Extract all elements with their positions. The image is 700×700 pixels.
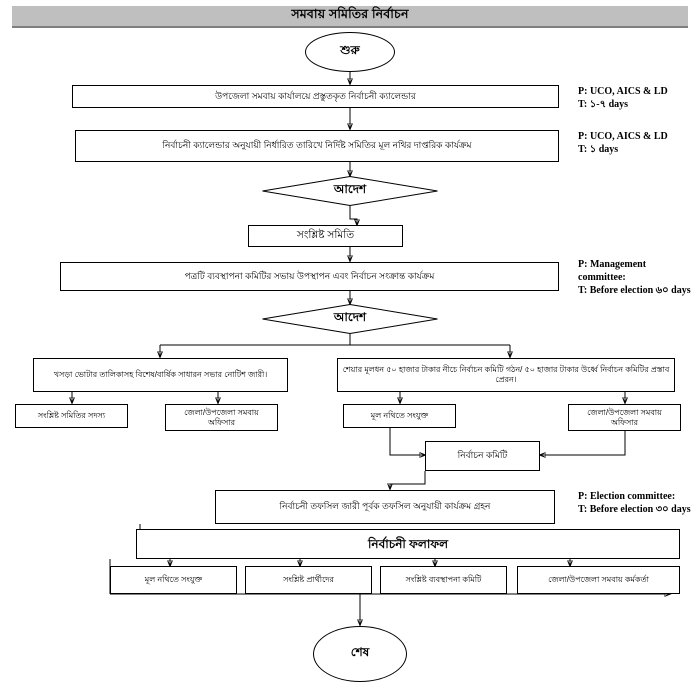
page-title-bar: সমবায় সমিতির নির্বাচন [12, 6, 688, 28]
annotation-1-performer: P: UCO, AICS & LD [578, 86, 668, 97]
node-step-1-label: উপজেলা সমবায় কার্যালয়ে প্রস্তুতকৃত নির… [215, 90, 416, 101]
node-leaf-coop-officer-right-label: জেলা/উপজেলা সমবায় অফিসার [587, 407, 662, 427]
diamond-shape [262, 304, 438, 334]
node-step-2-label: নির্বাচনী ক্যালেন্ডার অনুযায়ী নির্ধারিত… [162, 140, 472, 151]
page-title: সমবায় সমিতির নির্বাচন [291, 7, 409, 21]
node-result-attached-to-file-label: মূল নথিতে সংযুক্ত [144, 575, 203, 584]
node-start[interactable]: শুরু [305, 32, 395, 72]
node-leaf-society-members-label: সংশ্লিষ্ট সমিতির সদস্য [37, 411, 106, 420]
node-step-2[interactable]: নির্বাচনী ক্যালেন্ডার অনুযায়ী নির্ধারিত… [75, 130, 559, 162]
annotation-4: P: Election committee: T: Before electio… [578, 490, 691, 516]
annotation-2-performer: P: UCO, AICS & LD [578, 131, 668, 142]
node-decision-1-label: আদেশ [333, 182, 367, 196]
node-branch-left-label: খসড়া ভোটার তালিকাসহ বিশেষ/বার্ষিক সাধার… [53, 370, 268, 379]
node-step-4-label: পত্রটি ব্যবস্থাপনা কমিটির সভায় উপস্থাপন… [184, 270, 435, 281]
node-result-management-committee-label: সংশ্লিষ্ট ব্যবস্থাপনা কমিটি [405, 575, 482, 584]
annotation-1-time: T: ১-৭ days [578, 99, 629, 110]
diamond-shape [262, 176, 438, 206]
node-leaf-coop-officer-right[interactable]: জেলা/উপজেলা সমবায় অফিসার [568, 404, 681, 431]
node-leaf-coop-officer-left-label: জেলা/উপজেলা সমবায় অফিসার [184, 407, 259, 427]
node-branch-left[interactable]: খসড়া ভোটার তালিকাসহ বিশেষ/বার্ষিক সাধার… [33, 358, 288, 392]
node-leaf-society-members[interactable]: সংশ্লিষ্ট সমিতির সদস্য [15, 404, 128, 428]
annotation-3-performer-2: committee: [578, 272, 626, 283]
node-election-committee-label: নির্বাচন কমিটি [457, 450, 508, 461]
node-branch-right-label: শেয়ার মূলধন ৫০ হাজার টাকার নীচে নির্বাচ… [342, 365, 670, 384]
node-result-coop-official-label: জেলা/উপজেলা সমবায় কর্মকর্তা [548, 575, 649, 584]
annotation-4-performer: P: Election committee: [578, 491, 676, 502]
node-end[interactable]: শেষ [313, 626, 407, 682]
node-decision-2[interactable]: আদেশ [262, 304, 438, 334]
node-step-4[interactable]: পত্রটি ব্যবস্থাপনা কমিটির সভায় উপস্থাপন… [60, 262, 559, 291]
node-end-label: শেষ [350, 645, 370, 659]
annotation-1: P: UCO, AICS & LD T: ১-৭ days [578, 85, 668, 111]
node-leaf-attached-to-file-label: মূল নথিতে সংযুক্ত [370, 411, 429, 420]
node-results-header[interactable]: নির্বাচনী ফলাফল [136, 529, 680, 559]
annotation-3: P: Management committee: T: Before elect… [578, 258, 691, 297]
node-result-candidates-label: সংশ্লিষ্ট প্রার্থীদের [283, 575, 334, 584]
node-start-label: শুরু [340, 43, 360, 57]
node-decision-1[interactable]: আদেশ [262, 176, 438, 206]
annotation-3-performer: P: Management [578, 259, 647, 270]
node-decision-2-label: আদেশ [333, 310, 367, 324]
node-branch-right[interactable]: শেয়ার মূলধন ৫০ হাজার টাকার নীচে নির্বাচ… [337, 358, 675, 392]
node-leaf-coop-officer-left[interactable]: জেলা/উপজেলা সমবায় অফিসার [165, 404, 278, 431]
node-leaf-attached-to-file[interactable]: মূল নথিতে সংযুক্ত [343, 404, 456, 428]
node-step-1[interactable]: উপজেলা সমবায় কার্যালয়ে প্রস্তুতকৃত নির… [72, 85, 559, 108]
annotation-3-time: T: Before election ৬০ days [578, 285, 691, 296]
node-step-5[interactable]: নির্বাচনী তফসিল জারী পূর্বক তফসিল অনুযায… [215, 490, 555, 524]
node-result-candidates[interactable]: সংশ্লিষ্ট প্রার্থীদের [245, 566, 372, 594]
node-result-attached-to-file[interactable]: মূল নথিতে সংযুক্ত [110, 566, 237, 594]
annotation-2-time: T: ১ days [578, 144, 619, 155]
node-result-management-committee[interactable]: সংশ্লিষ্ট ব্যবস্থাপনা কমিটি [380, 566, 507, 594]
node-step-5-label: নির্বাচনী তফসিল জারী পূর্বক তফসিল অনুযায… [279, 501, 491, 512]
node-related-society-label: সংশ্লিষ্ট সমিতি [296, 229, 355, 242]
annotation-4-time: T: Before election ৩০ days [578, 504, 691, 515]
node-related-society[interactable]: সংশ্লিষ্ট সমিতি [248, 225, 403, 247]
node-result-coop-official[interactable]: জেলা/উপজেলা সমবায় কর্মকর্তা [517, 566, 680, 594]
annotation-2: P: UCO, AICS & LD T: ১ days [578, 130, 668, 156]
node-election-committee[interactable]: নির্বাচন কমিটি [425, 441, 540, 471]
node-results-header-label: নির্বাচনী ফলাফল [367, 536, 449, 551]
